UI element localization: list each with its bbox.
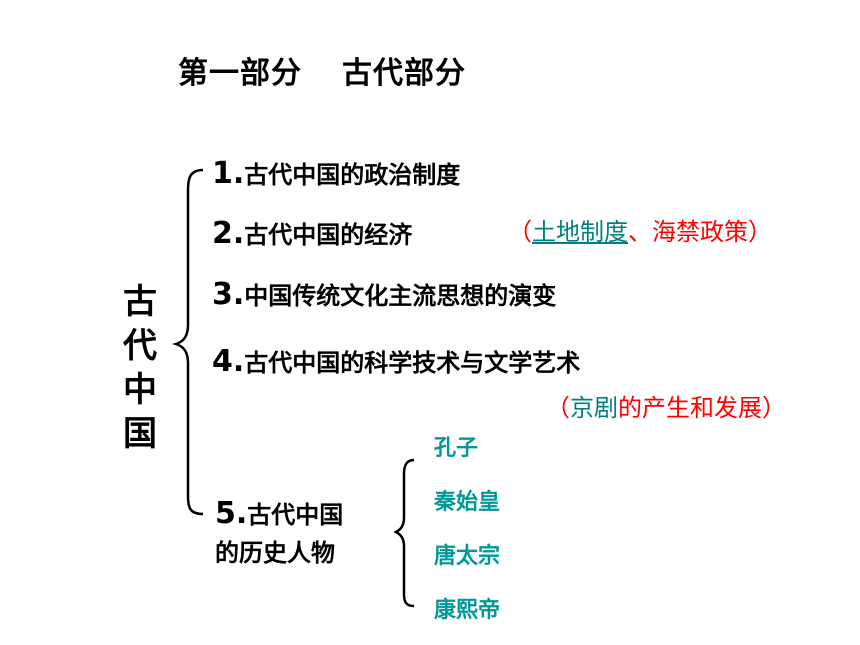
person-tang-taizong[interactable]: 唐太宗 <box>434 544 501 569</box>
item-text: 古代中国的科学技术与文学艺术 <box>244 349 581 377</box>
main-brace <box>172 168 204 516</box>
maritime-ban-text: 海禁政策 <box>652 218 748 246</box>
paren-close: ） <box>762 394 786 422</box>
person-qin-shi-huang[interactable]: 秦始皇 <box>434 490 501 515</box>
item-number: 4. <box>212 344 245 379</box>
culture-note: （京剧的产生和发展） <box>546 388 786 423</box>
paren-open: （ <box>508 218 532 246</box>
side-label: 古 代 中 国 <box>120 280 160 456</box>
side-char: 古 <box>123 282 157 322</box>
list-item-thought: 3.中国传统文化主流思想的演变 <box>212 276 556 312</box>
list-item-science-arts: 4.古代中国的科学技术与文学艺术 <box>212 343 580 379</box>
peking-opera-link[interactable]: 京剧 <box>570 394 618 422</box>
page-title: 第一部分 古代部分 <box>178 48 466 92</box>
person-confucius[interactable]: 孔子 <box>434 436 479 461</box>
persons-brace <box>393 458 415 608</box>
list-item-economy: 2.古代中国的经济 <box>212 215 412 251</box>
opera-rest-text: 的产生和发展 <box>618 394 762 422</box>
paren-close: ） <box>748 218 772 246</box>
item-number: 1. <box>212 156 245 191</box>
title-part: 第一部分 <box>178 56 302 91</box>
item-text-line2: 的历史人物 <box>215 539 335 567</box>
side-char: 国 <box>123 414 157 454</box>
list-item-figures: 5.古代中国 的历史人物 <box>215 495 395 572</box>
person-kangxi[interactable]: 康熙帝 <box>434 598 501 623</box>
item-text: 古代中国 <box>247 501 344 529</box>
separator: 、 <box>628 218 652 246</box>
paren-open: （ <box>546 394 570 422</box>
item-text: 古代中国的经济 <box>244 221 413 249</box>
title-name: 古代部分 <box>342 56 466 91</box>
item-text: 古代中国的政治制度 <box>244 161 461 189</box>
side-char: 代 <box>123 326 157 366</box>
item-number: 5. <box>215 496 248 531</box>
list-item-politics: 1.古代中国的政治制度 <box>212 155 460 191</box>
item-number: 3. <box>212 277 245 312</box>
land-system-link[interactable]: 土地制度 <box>532 218 628 246</box>
economy-note: （土地制度、海禁政策） <box>508 212 772 247</box>
side-char: 中 <box>123 370 157 410</box>
item-number: 2. <box>212 216 245 251</box>
item-text: 中国传统文化主流思想的演变 <box>244 282 557 310</box>
